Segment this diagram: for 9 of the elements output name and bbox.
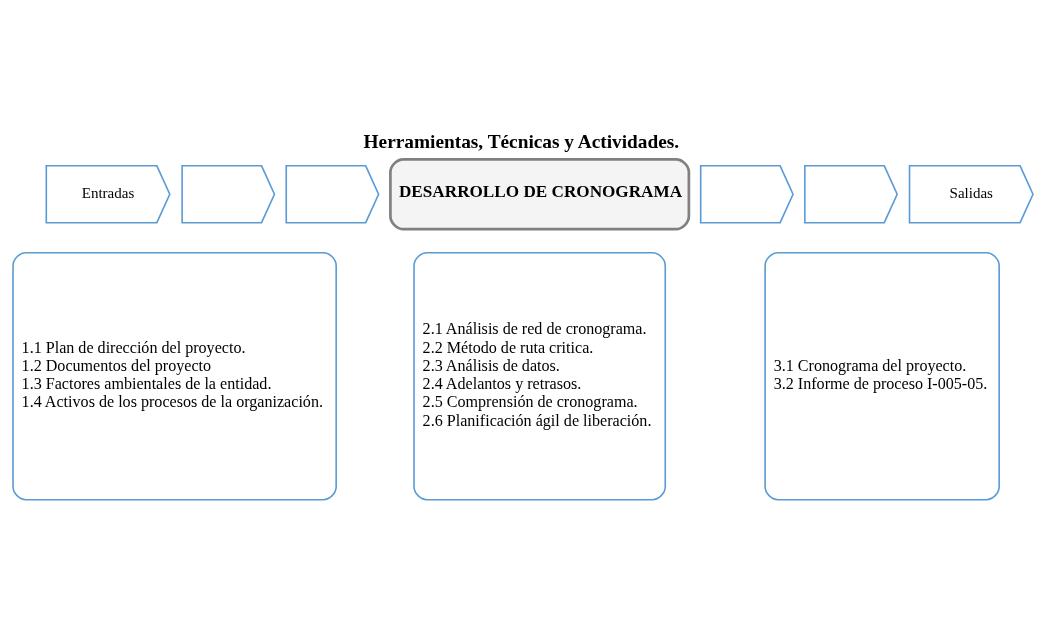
node-box: DESARROLLO DE CRONOGRAMA bbox=[389, 157, 691, 230]
node-box: 3.1 Cronograma del proyecto. 3.2 Informe de proceso I-005-05. bbox=[764, 251, 1000, 500]
node-chevron bbox=[804, 164, 899, 223]
diagram-title: Herramientas, Técnicas y Actividades. bbox=[363, 130, 680, 152]
node-chevron bbox=[285, 164, 380, 223]
node-chevron bbox=[699, 164, 794, 223]
node-box: 1.1 Plan de dirección del proyecto. 1.2 Documentos del proyecto 1.3 Factores ambientales de la entidad. 1.4 Activos de los procesos de la organización. bbox=[12, 251, 337, 500]
node-chevron bbox=[181, 164, 276, 223]
node-box: 2.1 Análisis de red de cronograma. 2.2 Método de ruta critica. 2.3 Análisis de datos. 2.4 Adelantos y retrasos. 2.5 Comprensión de cronograma. 2.6 Planificación ágil de liberación. bbox=[413, 251, 667, 500]
